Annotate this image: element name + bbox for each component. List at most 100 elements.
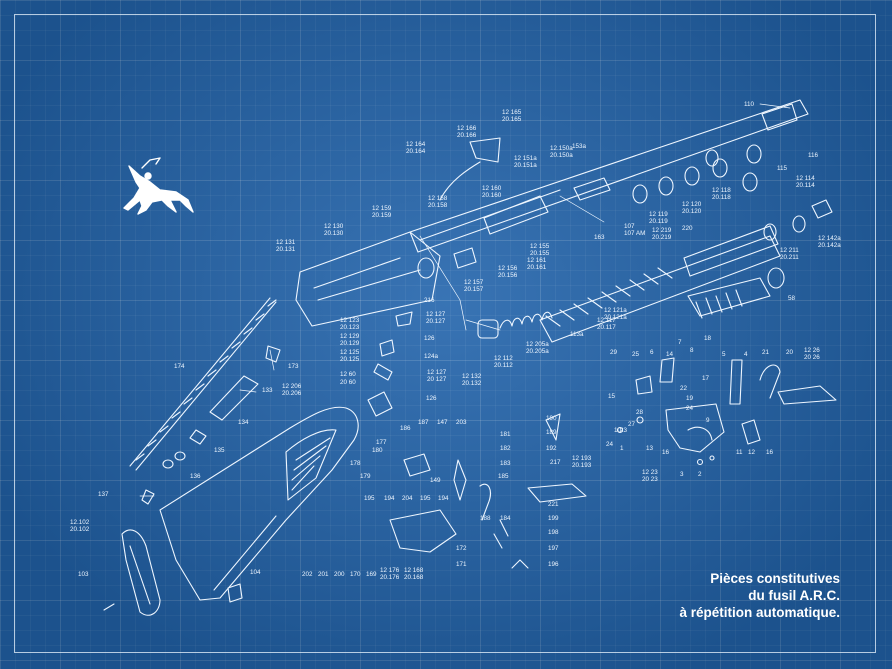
part-label-20: 20	[786, 349, 794, 356]
part-label-171: 171	[456, 561, 467, 568]
part-label-195a: 195	[364, 495, 375, 502]
action-tube	[141, 345, 281, 505]
spring-113	[477, 311, 553, 339]
part-label-20127a: 20.127	[426, 318, 446, 325]
title-line-2: du fusil A.R.C.	[748, 588, 840, 603]
title-line-3: à répétition automatique.	[679, 605, 840, 620]
part-label-20130: 20.130	[324, 230, 344, 237]
part-label-20168: 20.168	[404, 574, 424, 581]
butt-plate	[121, 529, 161, 616]
part-label-2026: 20 26	[804, 354, 820, 361]
part-label-12157: 12 157	[464, 279, 484, 286]
part-label-20161: 20.161	[527, 264, 547, 271]
part-label-198: 198	[548, 529, 559, 536]
barrel	[409, 99, 809, 253]
part-label-17: 17	[702, 375, 710, 382]
part-label-1: 1	[620, 445, 624, 452]
title-block: Pièces constitutives du fusil A.R.C. à r…	[679, 570, 840, 621]
part-label-20102: 20.102	[70, 526, 90, 533]
small-parts	[103, 311, 529, 611]
part-label-12132: 12 132	[462, 373, 482, 380]
part-label-107: 107	[624, 223, 635, 230]
part-label-58: 58	[788, 295, 796, 302]
part-label-12102: 12.102	[70, 519, 90, 526]
trigger-mechanism-parts	[616, 357, 837, 466]
receiver	[295, 231, 441, 327]
part-label-184: 184	[500, 515, 511, 522]
part-label-2023: 20 23	[642, 476, 658, 483]
part-label-20205: 20.205a	[526, 348, 549, 355]
part-label-20120: 20.120	[682, 208, 702, 215]
part-label-20164: 20.164	[406, 148, 426, 155]
part-label-20117: 20.117	[597, 324, 616, 331]
part-label-14: 14	[666, 351, 674, 358]
part-label-20155: 20.155	[530, 250, 550, 257]
part-label-12168: 12 168	[404, 567, 424, 574]
part-label-204: 204	[402, 495, 413, 502]
part-label-200: 200	[334, 571, 345, 578]
part-label-20166: 20.166	[457, 132, 477, 139]
part-label-173: 173	[288, 363, 299, 370]
part-label-20156: 20.156	[498, 272, 518, 279]
part-label-2: 2	[698, 471, 702, 478]
part-label-203: 203	[456, 419, 467, 426]
part-label-7: 7	[678, 339, 682, 346]
part-label-2060: 20 60	[340, 379, 356, 386]
part-label-107AM: 107 AM	[624, 230, 645, 237]
part-label-137: 137	[98, 491, 109, 498]
part-label-1260: 12 60	[340, 371, 356, 378]
part-label-12206: 12 206	[282, 383, 302, 390]
part-label-12156: 12 156	[498, 265, 518, 272]
part-label-20160: 20.160	[482, 192, 502, 199]
centaur-logo-icon	[123, 157, 194, 215]
part-label-12176: 12 176	[380, 567, 400, 574]
part-label-12130: 12 130	[324, 223, 344, 230]
part-label-195b: 195	[420, 495, 431, 502]
part-label-24a: 24	[686, 405, 694, 412]
part-label-189: 189	[546, 429, 557, 436]
trigger-group	[389, 413, 587, 553]
part-label-12118: 12 118	[712, 187, 731, 194]
part-label-22: 22	[680, 385, 688, 392]
part-label-194b: 194	[438, 495, 449, 502]
part-label-20142: 20.142a	[818, 242, 841, 249]
part-label-12117: 12 117	[597, 317, 616, 324]
part-label-170: 170	[350, 571, 361, 578]
part-label-12150: 12.150a	[550, 145, 573, 152]
part-label-12159: 12 159	[372, 205, 392, 212]
part-label-20158: 20.158	[428, 202, 448, 209]
part-label-16b: 16	[766, 449, 774, 456]
part-label-12142: 12 142a	[818, 235, 841, 242]
part-label-172: 172	[456, 545, 467, 552]
part-label-13: 13	[646, 445, 654, 452]
part-label-12158: 12 158	[428, 195, 448, 202]
part-label-20159: 20.159	[372, 212, 392, 219]
leader-lines	[139, 103, 791, 497]
part-label-3: 3	[680, 471, 684, 478]
part-label-12112: 12 112	[494, 355, 513, 362]
part-label-103: 103	[78, 571, 89, 578]
part-label-113: 113a	[570, 331, 584, 338]
part-label-115: 115	[777, 165, 788, 172]
part-label-18: 18	[704, 335, 712, 342]
butt-stock	[159, 406, 359, 601]
part-label-201: 201	[318, 571, 329, 578]
part-label-136: 136	[190, 473, 201, 480]
part-label-12: 12	[748, 449, 756, 456]
part-label-12131: 12 131	[276, 239, 296, 246]
part-label-181: 181	[500, 431, 511, 438]
part-label-4: 4	[744, 351, 748, 358]
part-label-1223: 12 23	[642, 469, 658, 476]
part-label-20127b: 20 127	[427, 376, 447, 383]
part-label-20123: 20.123	[340, 324, 360, 331]
part-label-133: 133	[262, 387, 273, 394]
part-label-20112: 20.112	[494, 362, 513, 369]
part-label-12161: 12 161	[527, 257, 547, 264]
part-label-25: 25	[632, 351, 640, 358]
part-label-202: 202	[302, 571, 313, 578]
part-label-20114: 20.114	[796, 182, 815, 189]
part-label-12129: 12 129	[340, 333, 360, 340]
part-label-12164: 12 164	[406, 141, 426, 148]
part-label-12127a: 12 127	[426, 311, 446, 318]
